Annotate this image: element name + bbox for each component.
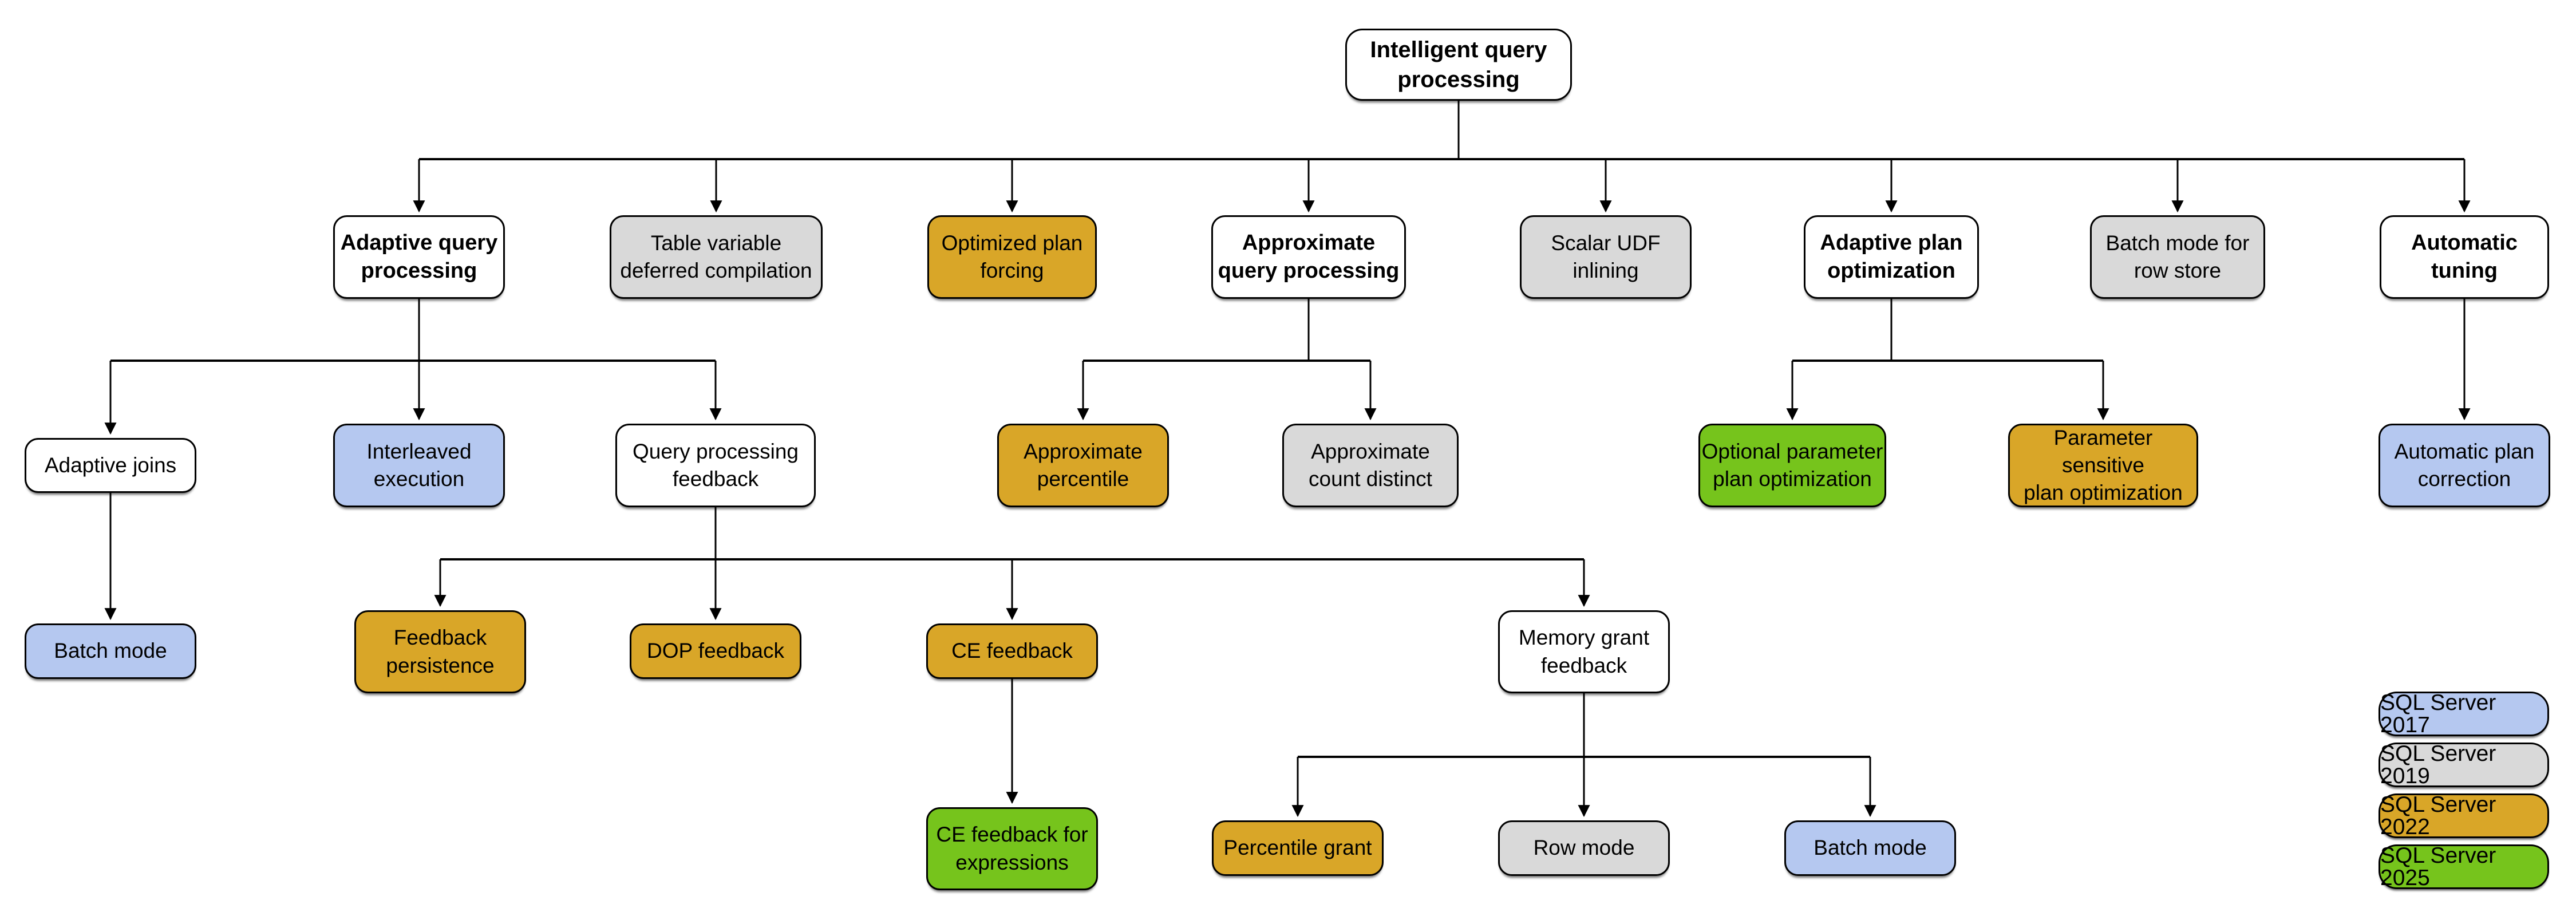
node-optimized-plan-forcing: Optimized plan forcing: [927, 215, 1097, 299]
adaptive-plan-optimization-branch: [1786, 299, 2109, 421]
node-label: Adaptive plan optimization: [1820, 230, 1963, 283]
node-scalar-udf-inlining: Scalar UDF inlining: [1520, 215, 1692, 299]
node-row-mode: Row mode: [1498, 820, 1670, 876]
node-query-processing-feedback: Query processing feedback: [615, 424, 816, 507]
node-label: Feedback persistence: [386, 626, 495, 677]
node-label: Adaptive query processing: [340, 230, 498, 283]
node-label: Scalar UDF inlining: [1551, 231, 1661, 282]
node-parameter-sensitive-plan-optimization: Parameter sensitive plan optimization: [2008, 424, 2198, 507]
node-label: Intelligent query processing: [1370, 37, 1547, 92]
legend-label: SQL Server 2017: [2380, 690, 2496, 737]
node-adaptive-plan-optimization: Adaptive plan optimization: [1804, 215, 1979, 299]
node-adaptive-query-processing: Adaptive query processing: [333, 215, 505, 299]
node-feedback-persistence: Feedback persistence: [354, 610, 526, 693]
node-approximate-count-distinct: Approximate count distinct: [1282, 424, 1459, 507]
memory-grant-feedback-branch: [1291, 693, 1876, 818]
node-approximate-percentile: Approximate percentile: [997, 424, 1169, 507]
legend-label: SQL Server 2025: [2380, 843, 2496, 890]
node-label: Adaptive joins: [44, 453, 177, 477]
node-intelligent-query-processing: Intelligent query processing: [1345, 29, 1572, 101]
node-label: Row mode: [1533, 836, 1635, 860]
node-percentile-grant: Percentile grant: [1212, 820, 1384, 876]
node-label: Batch mode: [54, 639, 167, 663]
node-batch-mode-adaptive-joins: Batch mode: [25, 623, 196, 679]
node-table-variable-deferred-compilation: Table variable deferred compilation: [610, 215, 823, 299]
node-optional-parameter-plan-optimization: Optional parameter plan optimization: [1698, 424, 1886, 507]
legend-label: SQL Server 2019: [2380, 741, 2496, 788]
node-label: Percentile grant: [1223, 836, 1372, 860]
node-label: CE feedback for expressions: [936, 823, 1088, 874]
node-label: Batch mode for row store: [2105, 231, 2250, 282]
node-label: Approximate percentile: [1024, 439, 1143, 491]
legend-label: SQL Server 2022: [2380, 792, 2496, 839]
node-label: Optimized plan forcing: [941, 231, 1083, 282]
node-interleaved-execution: Interleaved execution: [333, 424, 505, 507]
node-label: Automatic plan correction: [2394, 439, 2535, 491]
approximate-query-processing-branch: [1077, 299, 1377, 421]
node-batch-mode-for-row-store: Batch mode for row store: [2090, 215, 2265, 299]
node-approximate-query-processing: Approximate query processing: [1211, 215, 1406, 299]
node-label: Query processing feedback: [633, 439, 799, 491]
trunk-branch: [413, 101, 2471, 213]
node-batch-mode-memory-grant: Batch mode: [1784, 820, 1956, 876]
legend-item-sql-server-2025: SQL Server 2025: [2379, 844, 2549, 889]
legend-item-sql-server-2017: SQL Server 2017: [2379, 692, 2549, 736]
legend-item-sql-server-2019: SQL Server 2019: [2379, 743, 2549, 787]
node-label: Optional parameter plan optimization: [1701, 439, 1883, 491]
legend-item-sql-server-2022: SQL Server 2022: [2379, 793, 2549, 838]
node-label: DOP feedback: [647, 639, 784, 663]
node-automatic-tuning: Automatic tuning: [2380, 215, 2549, 299]
node-automatic-plan-correction: Automatic plan correction: [2379, 424, 2550, 507]
node-ce-feedback-for-expressions: CE feedback for expressions: [926, 807, 1098, 890]
adaptive-query-processing-branch: [104, 299, 722, 435]
node-label: Table variable deferred compilation: [620, 231, 812, 282]
node-label: Batch mode: [1814, 836, 1927, 860]
node-label: Approximate count distinct: [1309, 439, 1432, 491]
node-label: Automatic tuning: [2411, 230, 2518, 283]
node-label: Interleaved execution: [366, 439, 472, 491]
node-memory-grant-feedback: Memory grant feedback: [1498, 610, 1670, 693]
node-label: Parameter sensitive plan optimization: [2024, 425, 2183, 505]
node-label: CE feedback: [951, 639, 1073, 663]
node-dop-feedback: DOP feedback: [630, 623, 801, 679]
node-adaptive-joins: Adaptive joins: [25, 438, 196, 493]
node-label: Memory grant feedback: [1518, 626, 1650, 677]
query-processing-feedback-branch: [434, 507, 1590, 621]
node-label: Approximate query processing: [1218, 230, 1400, 283]
node-ce-feedback: CE feedback: [926, 623, 1098, 679]
